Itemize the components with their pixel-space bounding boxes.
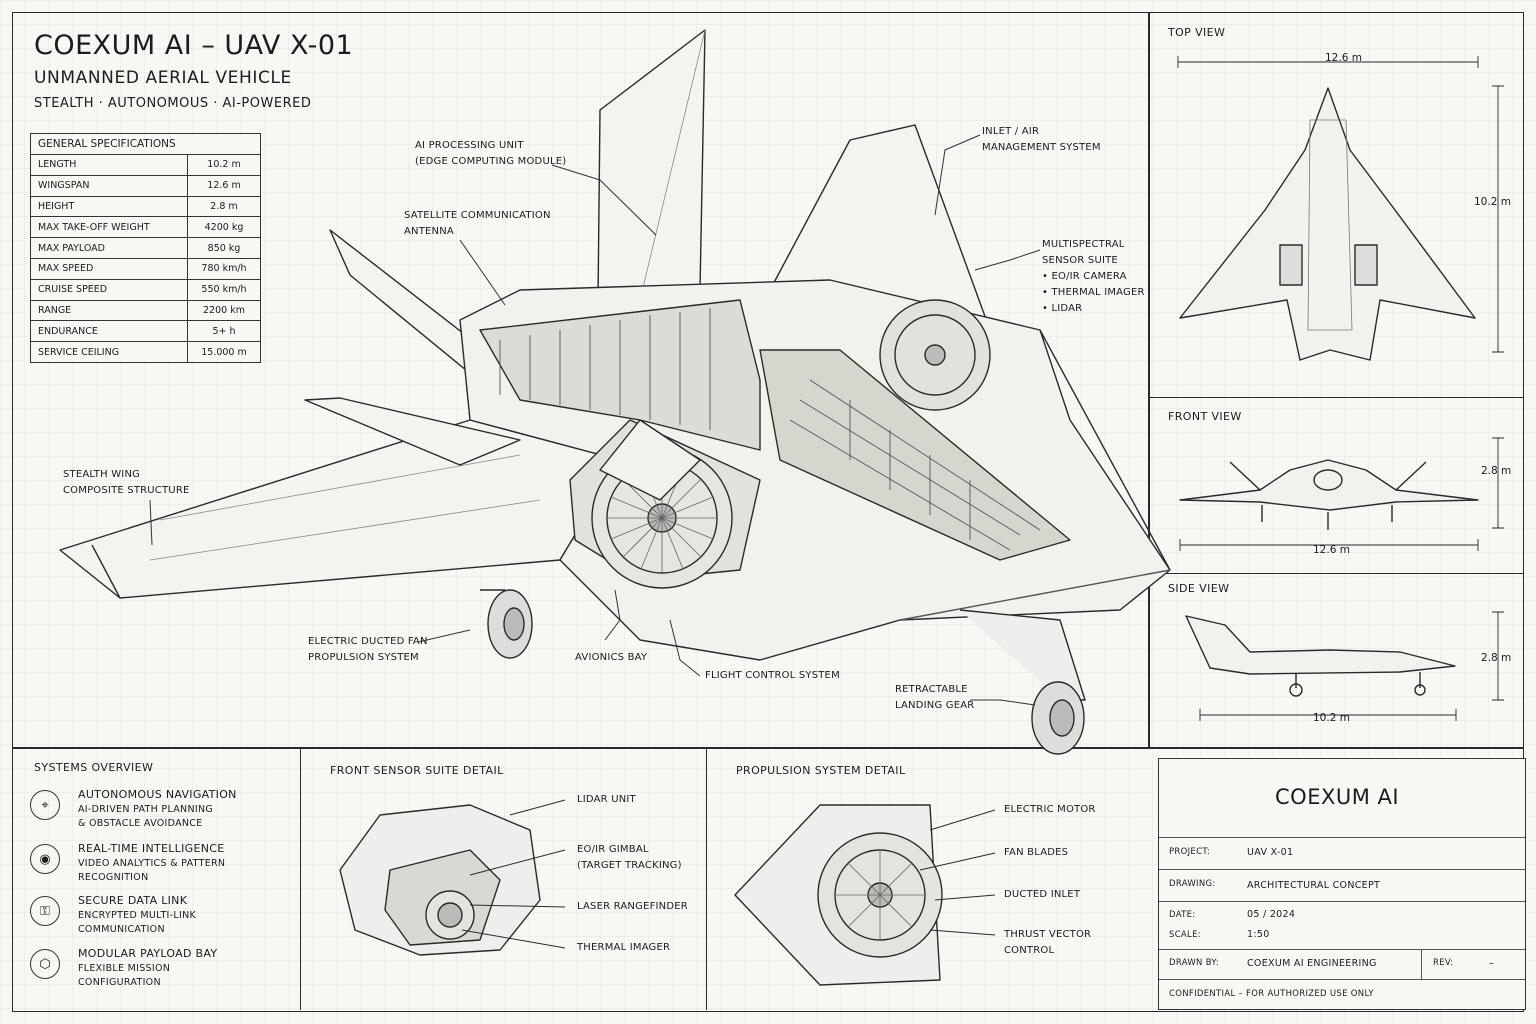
- sensor-label: (TARGET TRACKING): [577, 860, 682, 871]
- top-view-span: 12.6 m: [1325, 52, 1362, 64]
- confidential-note: CONFIDENTIAL – FOR AUTHORIZED USE ONLY: [1169, 989, 1374, 999]
- vertical-tail: [597, 29, 706, 301]
- spec-value: 550 km/h: [187, 278, 261, 301]
- front-side-divider: [1148, 573, 1524, 575]
- title-block: COEXUM AI PROJECT: UAV X-01 DRAWING: ARC…: [1158, 758, 1526, 1010]
- propulsion-detail-heading: PROPULSION SYSTEM DETAIL: [736, 764, 906, 777]
- project-value: UAV X-01: [1247, 847, 1294, 858]
- sensor-label: THERMAL IMAGER: [577, 942, 671, 953]
- sensor-label: LASER RANGEFINDER: [577, 901, 688, 912]
- brand-name: COEXUM AI: [1275, 785, 1400, 809]
- top-view-drawing: [1177, 56, 1504, 361]
- intelligence-icon: ◉: [30, 844, 60, 874]
- side-view-drawing: [1185, 611, 1504, 721]
- ai-processing-bay: [759, 349, 1071, 561]
- project-key: PROJECT:: [1169, 847, 1211, 857]
- bottom-panel-divider: [12, 747, 1524, 749]
- top-view-label: TOP VIEW: [1168, 26, 1226, 39]
- callout-flight-control: FLIGHT CONTROL SYSTEM: [705, 670, 840, 681]
- datalink-icon: ⚿: [30, 896, 60, 926]
- page-subtitle: UNMANNED AERIAL VEHICLE: [34, 68, 292, 88]
- page-title: COEXUM AI – UAV X-01: [34, 30, 354, 61]
- front-view-height: 2.8 m: [1481, 465, 1512, 477]
- propulsion-label: THRUST VECTOR: [1004, 929, 1092, 940]
- system-desc: AI-DRIVEN PATH PLANNING& OBSTACLE AVOIDA…: [78, 804, 214, 829]
- drawn-by-key: DRAWN BY:: [1169, 958, 1219, 968]
- side-view-label: SIDE VIEW: [1168, 582, 1230, 595]
- sensor-divider: [706, 747, 708, 1010]
- payload-icon: ⬡: [30, 949, 60, 979]
- system-title: AUTONOMOUS NAVIGATION: [78, 788, 237, 801]
- propulsion-drawing: [734, 804, 996, 986]
- drawn-by-value: COEXUM AI ENGINEERING: [1247, 958, 1377, 969]
- rev-value: –: [1489, 958, 1495, 969]
- system-title: MODULAR PAYLOAD BAY: [78, 947, 218, 960]
- callout-ai-unit: AI PROCESSING UNIT(EDGE COMPUTING MODULE…: [415, 140, 567, 167]
- propulsion-label: DUCTED INLET: [1004, 889, 1081, 900]
- date-value: 05 / 2024: [1247, 909, 1296, 920]
- sensor-detail-heading: FRONT SENSOR SUITE DETAIL: [330, 764, 504, 777]
- front-view-drawing: [1179, 437, 1504, 551]
- navigation-icon: ⌖: [30, 790, 60, 820]
- right-panel-divider: [1148, 12, 1150, 748]
- front-view-span: 12.6 m: [1313, 544, 1350, 556]
- spec-value: 780 km/h: [187, 257, 261, 280]
- rev-key: REV:: [1433, 958, 1454, 968]
- side-view-height: 2.8 m: [1481, 652, 1512, 664]
- propulsion-label: FAN BLADES: [1004, 847, 1069, 858]
- spec-value: 15.000 m: [187, 341, 261, 363]
- front-view-label: FRONT VIEW: [1168, 410, 1242, 423]
- top-front-divider: [1148, 397, 1524, 399]
- callout-avionics-bay: AVIONICS BAY: [575, 652, 648, 663]
- drawing-value: ARCHITECTURAL CONCEPT: [1247, 880, 1381, 891]
- systems-heading: SYSTEMS OVERVIEW: [34, 761, 154, 774]
- date-key: DATE:: [1169, 910, 1196, 920]
- sensor-suite-drawing: [339, 799, 566, 956]
- system-title: SECURE DATA LINK: [78, 894, 188, 907]
- systems-divider: [300, 747, 302, 1010]
- drawing-key: DRAWING:: [1169, 879, 1216, 889]
- top-view-length: 10.2 m: [1474, 196, 1511, 208]
- scale-key: SCALE:: [1169, 930, 1201, 940]
- page-tagline: STEALTH · AUTONOMOUS · AI-POWERED: [34, 96, 312, 111]
- scale-value: 1:50: [1247, 929, 1270, 940]
- left-rear-fin: [304, 397, 521, 466]
- side-view-length: 10.2 m: [1313, 712, 1350, 724]
- left-wing-outline: [59, 419, 621, 599]
- sensor-label: LIDAR UNIT: [577, 794, 636, 805]
- propulsion-label: CONTROL: [1004, 945, 1055, 956]
- sensor-label: EO/IR GIMBAL: [577, 844, 649, 855]
- propulsion-label: ELECTRIC MOTOR: [1004, 804, 1096, 815]
- drawing-frame: [12, 12, 1524, 1012]
- specs-heading: GENERAL SPECIFICATIONS: [30, 133, 261, 155]
- system-title: REAL-TIME INTELLIGENCE: [78, 842, 225, 855]
